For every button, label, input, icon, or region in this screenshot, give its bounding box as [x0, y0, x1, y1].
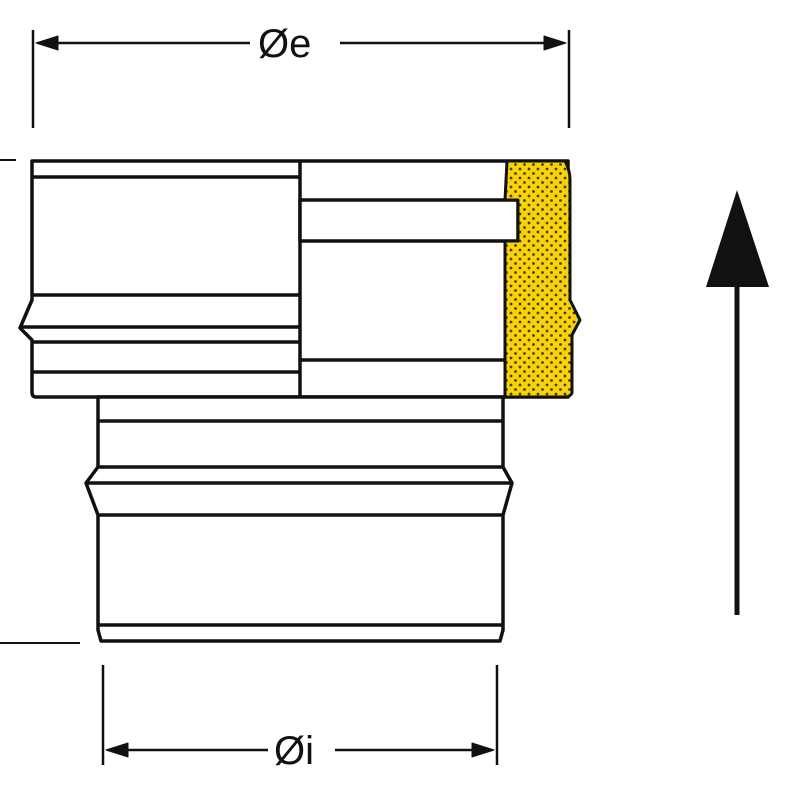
outer-dimension-line: [31, 30, 571, 128]
arrow-up-icon: [706, 190, 769, 615]
lower-spigot: [84, 395, 514, 643]
inner-diameter-label: Øi: [268, 731, 320, 771]
inner-dimension-line: [101, 665, 499, 765]
outer-diameter-label: Øe: [252, 24, 318, 64]
insulation-layer: [503, 159, 582, 399]
upper-sleeve: [18, 159, 570, 399]
